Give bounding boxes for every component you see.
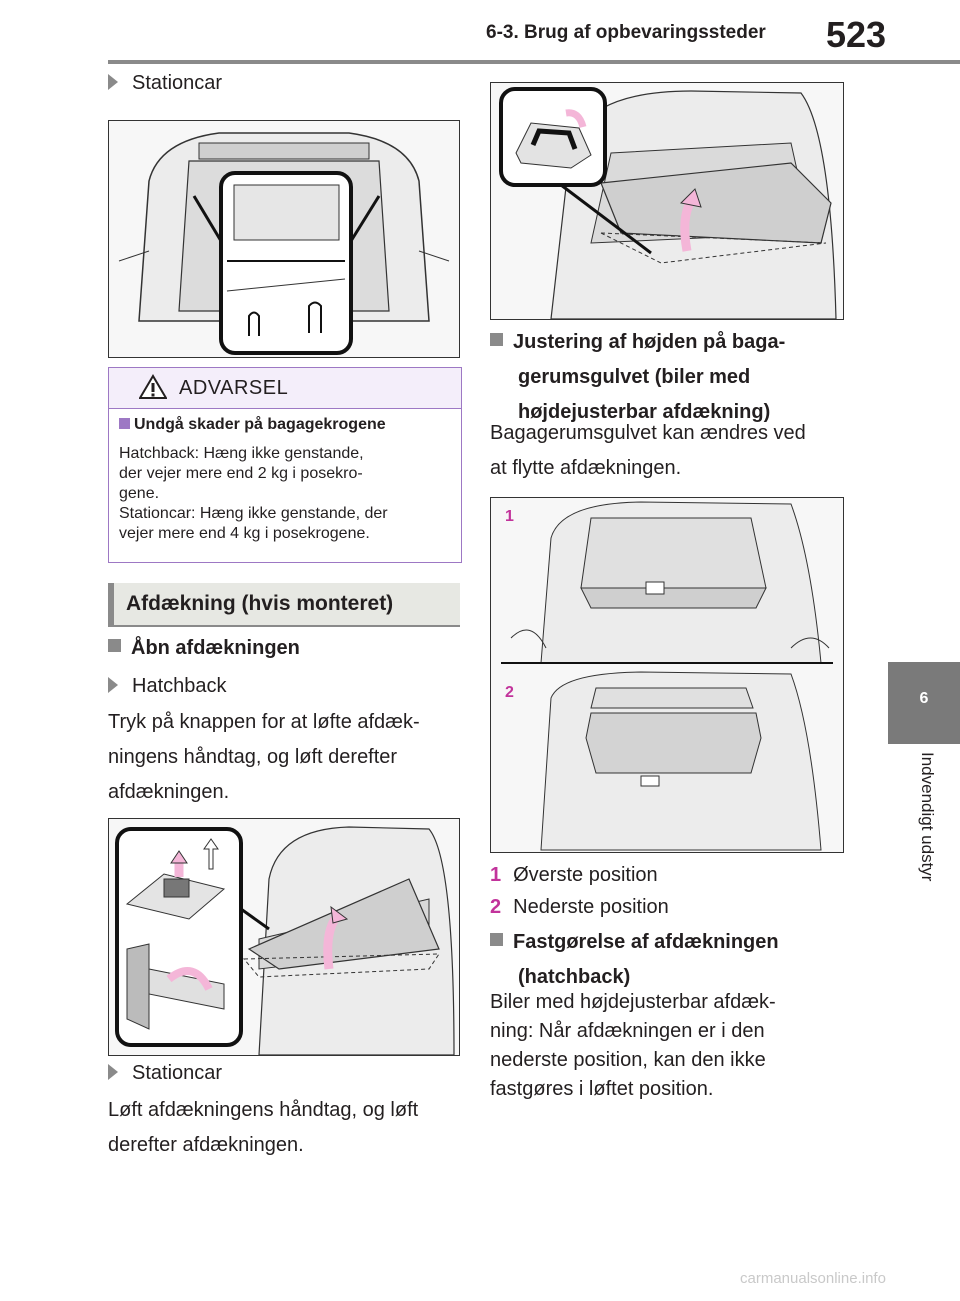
height-adjust-text: Bagagerumsgulvet kan ændres ved at flytt… xyxy=(490,422,806,479)
warning-title: ADVARSEL xyxy=(179,377,289,399)
bullet-triangle-icon xyxy=(108,1064,118,1080)
banner-bar xyxy=(108,583,114,627)
heading-height-adjust: Justering af højden på baga- gerumsgulve… xyxy=(490,325,850,430)
heading-fasten-cover: Fastgørelse af afdækningen (hatchback) xyxy=(490,925,850,995)
hatchback-instructions: Tryk på knappen for at løfte afdæk- ning… xyxy=(108,711,420,803)
figure-stationcar-cover xyxy=(490,82,844,320)
figure-floor-positions: 1 2 xyxy=(490,497,844,853)
banner-title: Afdækning (hvis monteret) xyxy=(126,592,394,615)
section-title: 6-3. Brug af opbevaringssteder xyxy=(486,22,766,43)
bullet-triangle-icon xyxy=(108,74,118,90)
heading-open-cover: Åbn afdækningen xyxy=(108,631,300,666)
figure-stationcar-hooks xyxy=(108,120,460,358)
header-rule xyxy=(108,60,960,64)
square-bullet-icon xyxy=(119,418,130,429)
figure-label-2: 2 xyxy=(505,684,514,701)
footer-watermark: carmanualsonline.info xyxy=(740,1270,886,1287)
warning-text: Hatchback: Hæng ikke genstande, der veje… xyxy=(119,445,388,542)
square-bullet-icon xyxy=(108,639,121,652)
figure-label-1: 1 xyxy=(505,508,514,525)
bullet-stationcar-bottom: Stationcar xyxy=(108,1062,222,1085)
figure-hatchback-cover xyxy=(108,818,460,1056)
warning-box: ADVARSEL Undgå skader på bagagekrogene H… xyxy=(108,367,462,563)
bullet-triangle-icon xyxy=(108,677,118,693)
bullet-hatchback: Hatchback xyxy=(108,675,227,698)
stationcar-instructions: Løft afdækningens håndtag, og løft deref… xyxy=(108,1099,419,1156)
chapter-label: Indvendigt udstyr xyxy=(918,752,937,882)
warning-header: ADVARSEL xyxy=(109,368,461,409)
fasten-cover-text: Biler med højdejusterbar afdæk- ning: Nå… xyxy=(490,991,776,1100)
warning-triangle-icon xyxy=(139,374,167,399)
square-bullet-icon xyxy=(490,333,503,346)
square-bullet-icon xyxy=(490,933,503,946)
warning-subtitle: Undgå skader på bagagekrogene xyxy=(119,416,386,434)
page-number: 523 xyxy=(826,14,887,55)
chapter-tab[interactable]: 6 xyxy=(888,662,960,744)
bullet-stationcar-top: Stationcar xyxy=(108,72,222,95)
chapter-number: 6 xyxy=(919,690,929,707)
section-banner: Afdækning (hvis monteret) xyxy=(108,583,460,627)
